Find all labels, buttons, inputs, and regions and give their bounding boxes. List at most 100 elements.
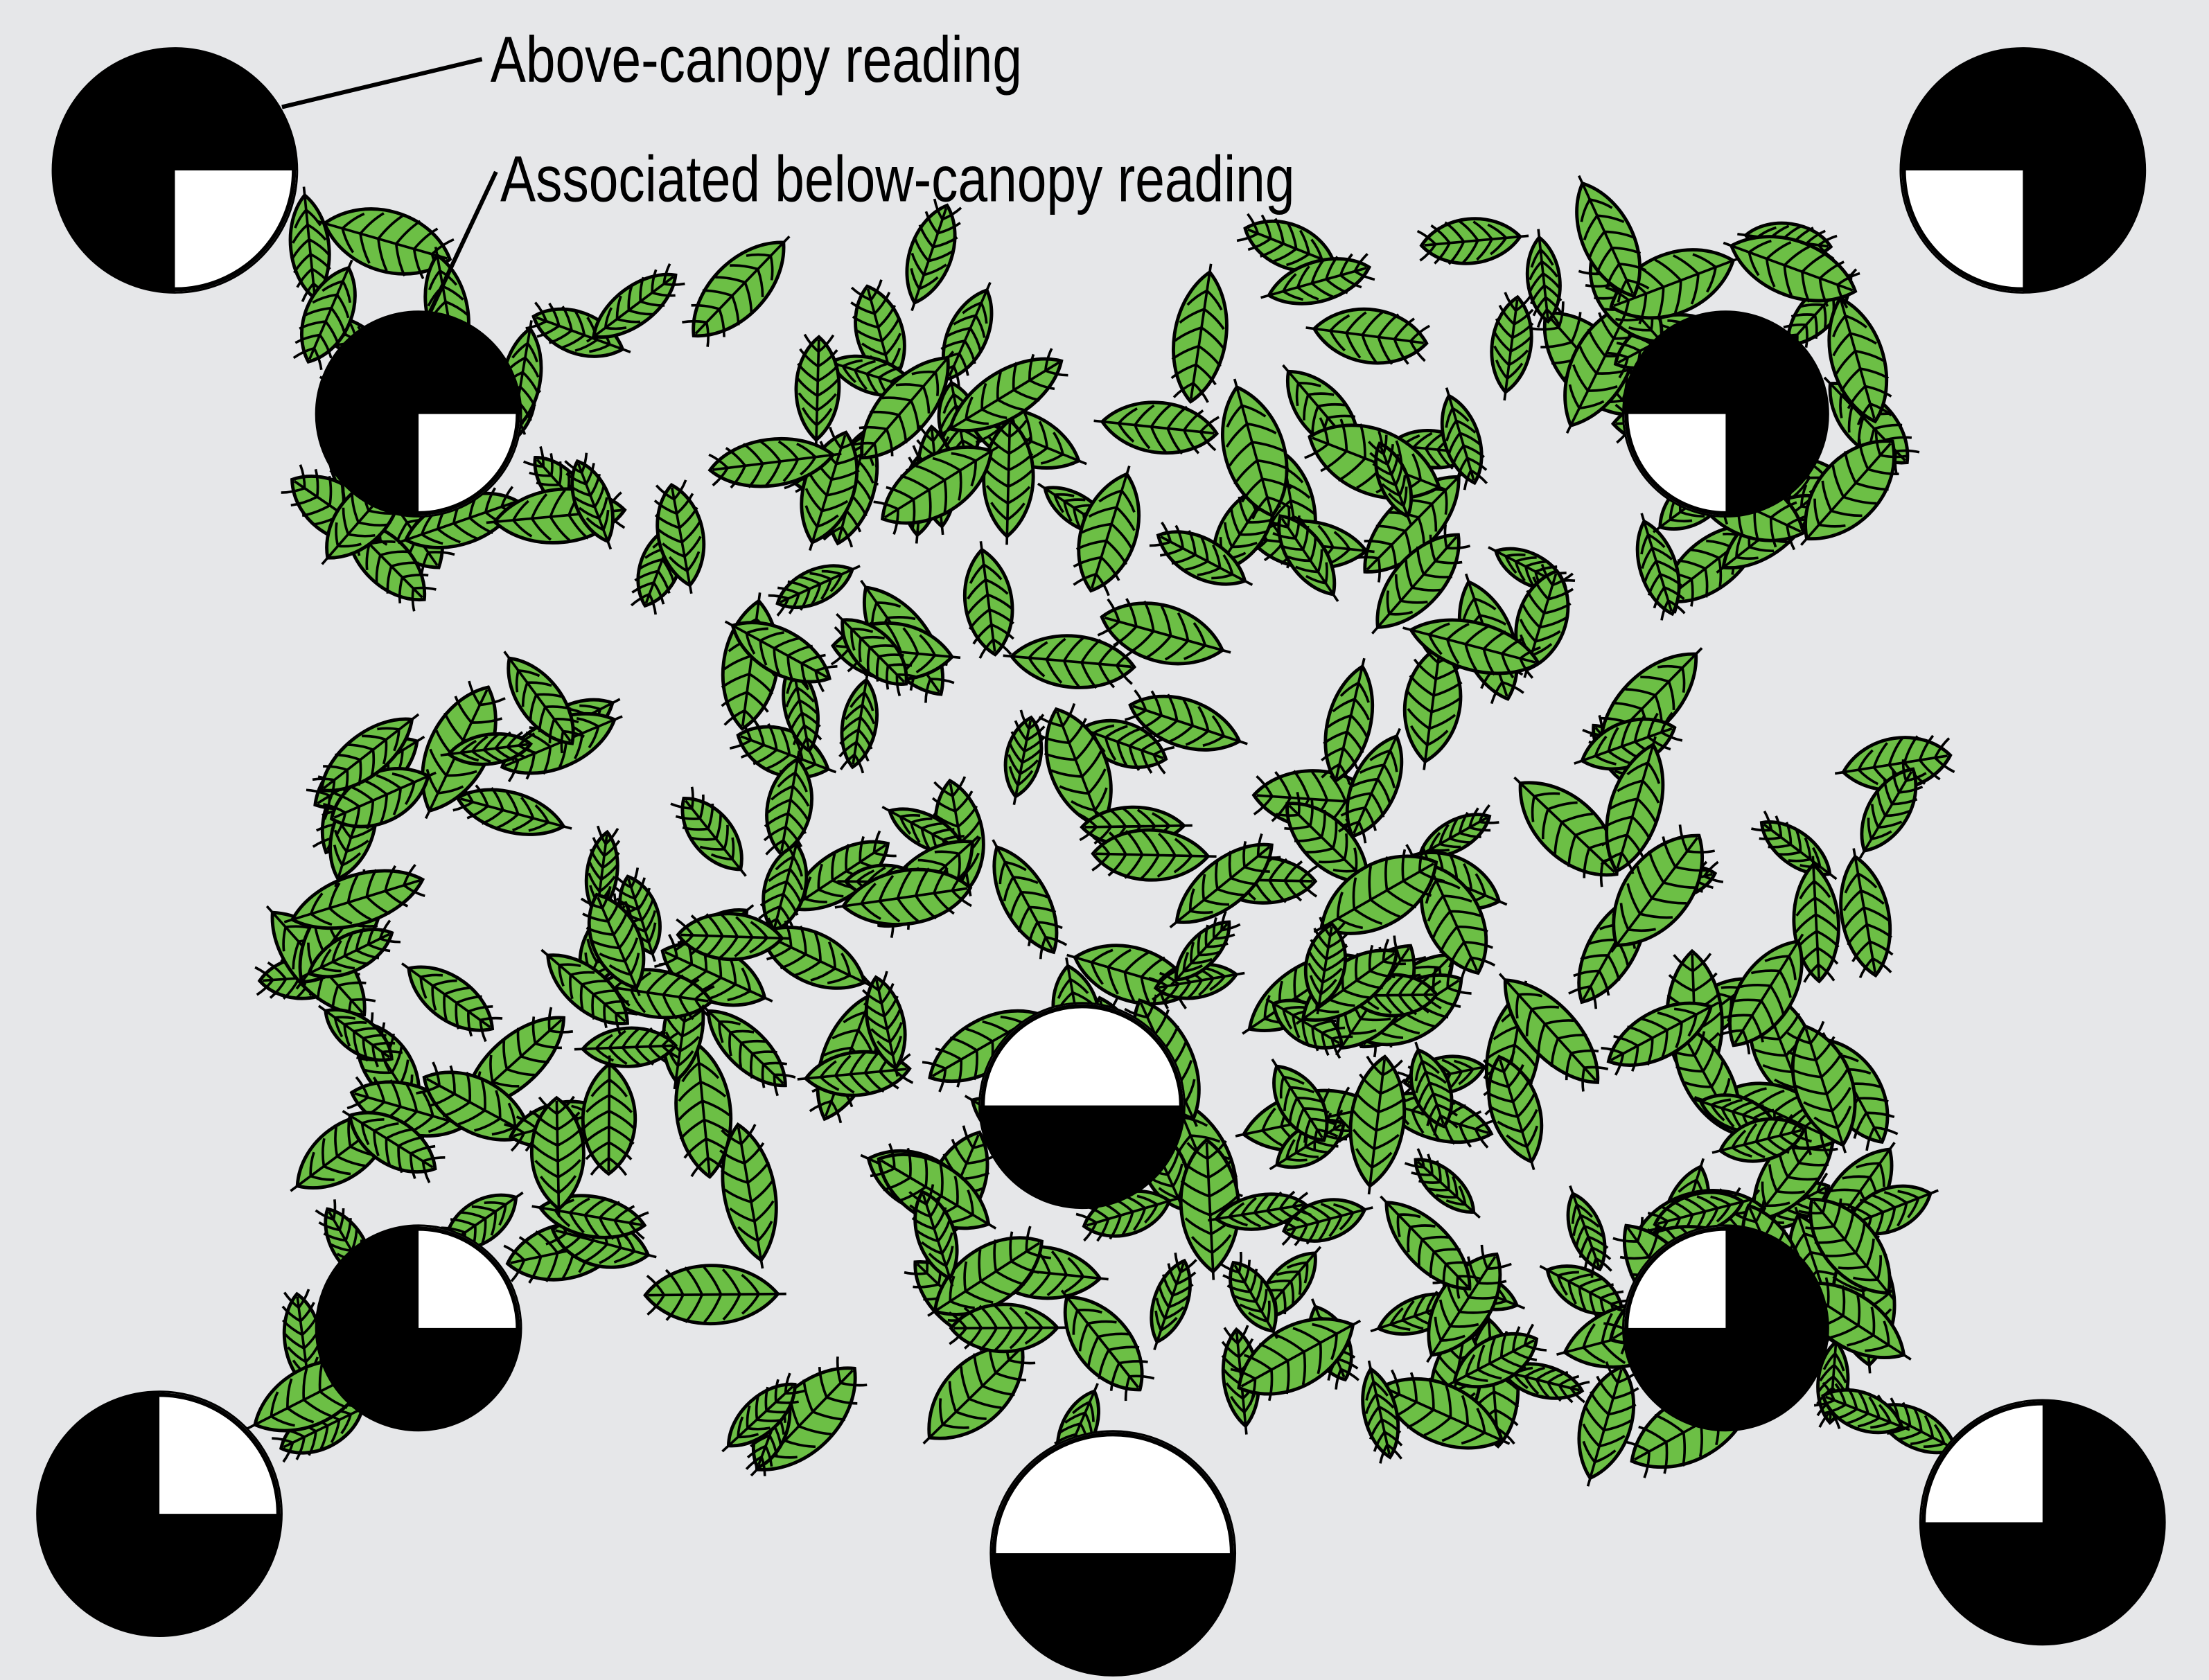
leaf — [1221, 378, 1292, 520]
leaf — [1038, 702, 1113, 836]
leaf — [1404, 1148, 1481, 1219]
leaf — [503, 651, 585, 754]
leaf — [1600, 736, 1665, 874]
leaf — [861, 971, 907, 1077]
leaf — [342, 1110, 446, 1183]
leaf — [1514, 564, 1574, 678]
leaf — [1275, 791, 1375, 889]
leaf — [1575, 175, 1650, 303]
leaf — [1446, 1323, 1547, 1389]
leaf — [1003, 634, 1137, 689]
leaf — [1610, 824, 1716, 953]
leaf — [1409, 1041, 1459, 1136]
leaf — [586, 263, 685, 343]
leaf — [1097, 598, 1231, 666]
leaf — [992, 839, 1068, 960]
leaf — [905, 198, 962, 312]
leaf — [1839, 848, 1894, 979]
leaf — [1858, 759, 1927, 859]
leaf — [301, 919, 401, 979]
above-canopy-reading-bottom-right — [1919, 1399, 2166, 1646]
leaf — [949, 1302, 1066, 1354]
leaf — [643, 1264, 786, 1326]
leaf — [721, 1372, 807, 1453]
leaf — [1605, 248, 1742, 326]
leaf — [1348, 1054, 1407, 1195]
leaf — [416, 1061, 539, 1142]
leaf — [1490, 292, 1534, 401]
leaf — [312, 713, 420, 802]
leaf — [1498, 973, 1609, 1092]
leaf — [758, 835, 809, 939]
leaf — [719, 1122, 778, 1269]
leaf — [1321, 657, 1375, 785]
leaf — [674, 912, 791, 962]
leaf — [1267, 506, 1339, 603]
leaf — [1230, 1317, 1362, 1406]
leaf — [836, 612, 919, 697]
leaf — [1380, 1195, 1481, 1299]
below-canopy-reading-top-left — [315, 310, 522, 518]
leaf — [670, 786, 747, 877]
leaf — [724, 620, 838, 693]
leaf — [283, 863, 425, 930]
leaf — [701, 1004, 796, 1097]
label-above-canopy: Above-canopy reading — [491, 24, 1022, 96]
leaf — [873, 445, 999, 536]
leaf — [1718, 933, 1804, 1054]
leaf — [1813, 1381, 1910, 1435]
leader-line-above — [281, 57, 483, 109]
leaf — [1493, 1362, 1590, 1404]
leader-line-below — [428, 170, 498, 314]
leaf — [797, 1050, 914, 1097]
leaf — [1207, 1190, 1312, 1231]
leaf — [452, 784, 572, 836]
leaf — [1792, 856, 1840, 984]
leaf — [1337, 727, 1404, 844]
leaf — [682, 235, 791, 347]
leaf — [540, 948, 638, 1036]
leaf — [1601, 1001, 1719, 1076]
leaf — [1411, 804, 1499, 860]
leaf — [1798, 1188, 1895, 1300]
leaf — [1420, 856, 1496, 981]
leaf — [1416, 217, 1529, 265]
leaf — [317, 1005, 403, 1072]
leaf — [1124, 689, 1248, 752]
leaf — [1440, 387, 1488, 490]
leaf — [1723, 235, 1860, 309]
leaf — [834, 867, 973, 926]
leaf — [794, 333, 841, 449]
leaf — [1566, 1185, 1612, 1278]
leaf — [1751, 810, 1838, 881]
leaf — [530, 1095, 586, 1218]
leaf — [908, 1184, 959, 1287]
leaf — [292, 259, 357, 371]
above-canopy-reading-bottom-left — [36, 1390, 283, 1638]
leaf — [1577, 1361, 1639, 1487]
leaf — [1275, 1198, 1373, 1246]
leaf — [1827, 290, 1892, 425]
leaf — [1260, 253, 1375, 306]
leaf — [1303, 917, 1349, 1015]
leaf — [401, 962, 503, 1043]
leaf — [1371, 524, 1471, 635]
leaf — [1091, 828, 1217, 882]
leaf — [580, 886, 646, 997]
leaf — [1838, 1184, 1939, 1242]
leaf — [1305, 307, 1430, 365]
leaf — [1073, 466, 1141, 596]
leaf — [850, 351, 955, 468]
leaf — [1525, 229, 1563, 328]
leaf — [1150, 1253, 1197, 1350]
leaf — [1265, 998, 1353, 1059]
leaf — [1402, 618, 1541, 679]
leaf — [1093, 400, 1220, 455]
below-canopy-reading-bottom-left — [315, 1224, 522, 1432]
leaf — [1800, 429, 1908, 546]
leaf — [1179, 1138, 1241, 1280]
above-canopy-reading-top-right — [1899, 47, 2147, 294]
leaf — [942, 348, 1068, 434]
